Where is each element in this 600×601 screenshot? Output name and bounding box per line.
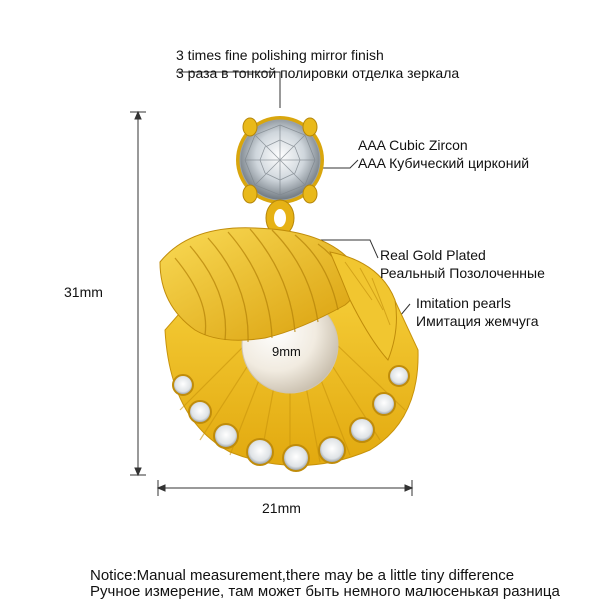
width-dimension-label: 21mm bbox=[262, 500, 301, 516]
gold-label: Real Gold Plated Реальный Позолоченные bbox=[380, 246, 545, 282]
zircon-label: AAA Cubic Zircon AAA Кубический цирконий bbox=[358, 136, 529, 172]
polish-label-en: 3 times fine polishing mirror finish bbox=[176, 47, 384, 63]
width-dimension-line bbox=[156, 480, 414, 496]
upper-shell bbox=[159, 227, 397, 361]
pearl-label-en: Imitation pearls bbox=[416, 295, 511, 311]
pearl-dimension-label: 9mm bbox=[272, 344, 301, 359]
pearl-label: Imitation pearls Имитация жемчуга bbox=[416, 294, 539, 330]
height-dimension-label: 31mm bbox=[64, 284, 103, 300]
pearl-label-ru: Имитация жемчуга bbox=[416, 313, 539, 329]
stud-gem bbox=[236, 116, 324, 204]
zircon-label-ru: AAA Кубический цирконий bbox=[358, 155, 530, 171]
rim-stones bbox=[172, 365, 410, 472]
gold-label-en: Real Gold Plated bbox=[380, 247, 486, 263]
polish-label: 3 times fine polishing mirror finish 3 р… bbox=[176, 46, 459, 82]
zircon-label-en: AAA Cubic Zircon bbox=[358, 137, 468, 153]
height-dimension-line bbox=[130, 110, 146, 477]
notice-ru: Ручное измерение, там может быть немного… bbox=[90, 583, 560, 600]
gold-label-ru: Реальный Позолоченные bbox=[380, 265, 545, 281]
connector-loop bbox=[265, 199, 295, 237]
polish-label-ru: 3 раза в тонкой полировки отделка зеркал… bbox=[176, 65, 460, 81]
notice-en: Notice:Manual measurement,there may be a… bbox=[90, 567, 515, 584]
